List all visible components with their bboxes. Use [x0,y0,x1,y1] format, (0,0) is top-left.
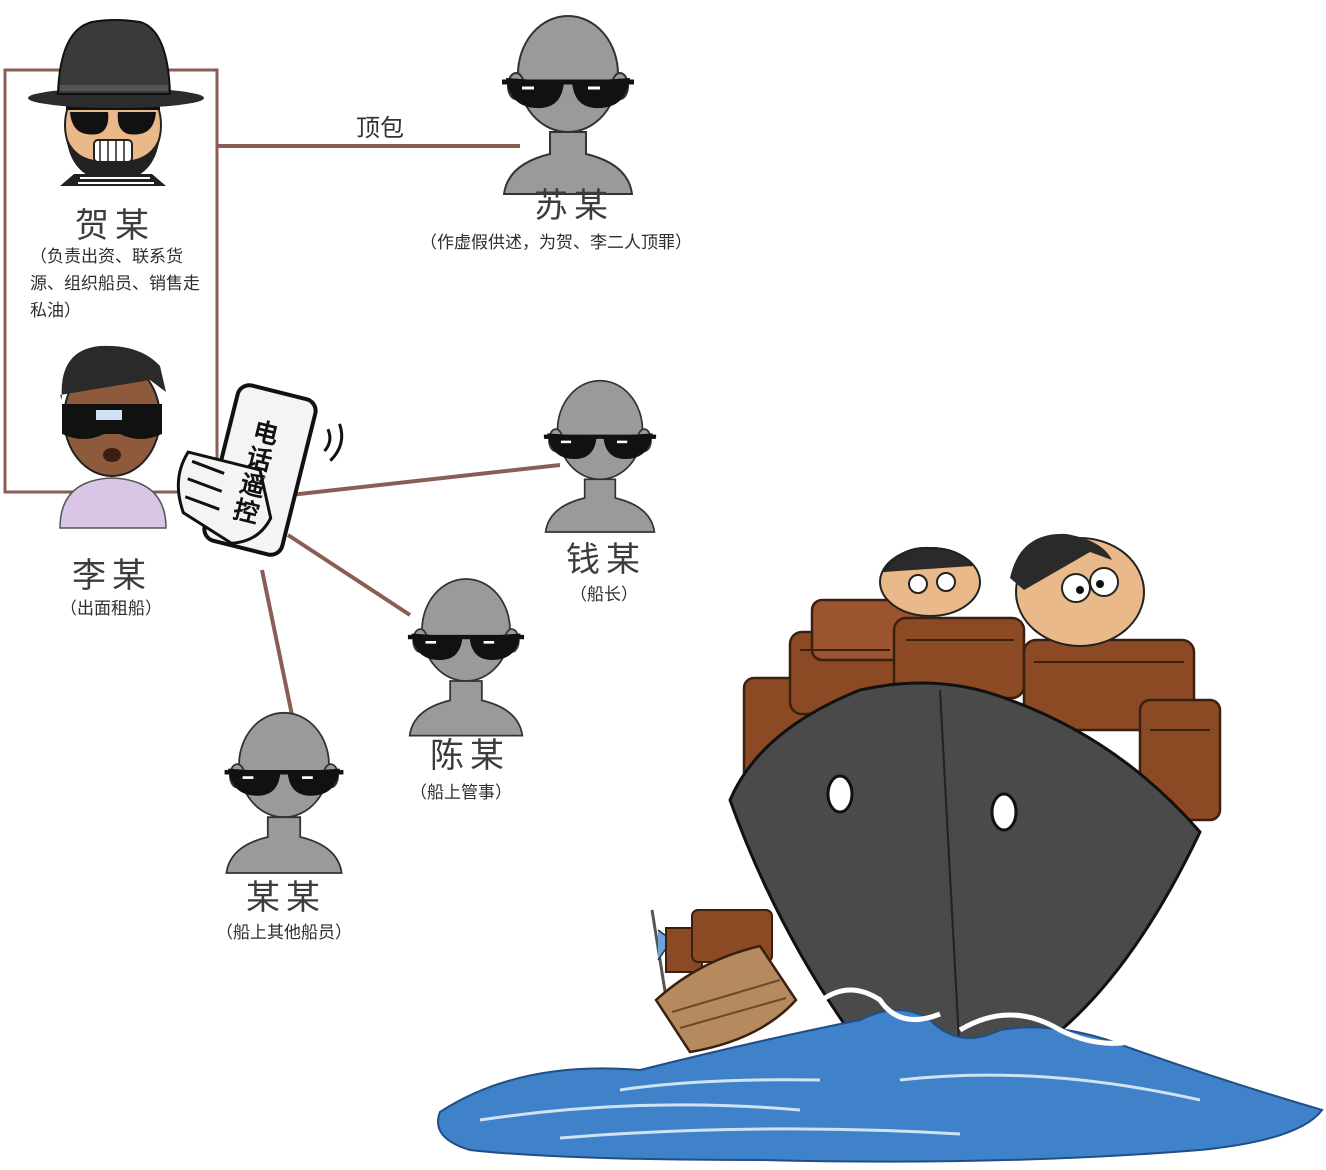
connector-phone-chen [286,533,412,617]
edge-label-dingbao: 顶包 [356,114,404,142]
ship-hull [728,681,1202,1062]
crew-faces [879,533,1145,647]
li-role: （出面租船） [60,599,162,619]
he-figure [28,19,204,186]
chen-name: 陈某 [430,736,510,776]
mou-role: （船上其他船员） [216,923,352,943]
su-role: （作虚假供述，为贺、李二人顶罪） [420,233,692,253]
li-figure [59,345,167,529]
he-role: （负责出资、联系货源、组织船员、销售走私油） [30,247,200,321]
small-boat [650,909,798,1054]
qian-figure [544,381,656,532]
chen-role: （船上管事） [410,783,512,803]
connector-phone-mou [260,569,294,716]
su-figure [502,16,634,194]
chen-figure [408,579,524,736]
qian-role: （船长） [570,585,638,605]
sea-waves [437,1009,1324,1163]
mou-name: 某某 [246,878,326,918]
connector-phone-qian [289,463,561,497]
su-name: 苏某 [534,186,614,226]
qian-name: 钱某 [566,540,646,580]
ship-scene [437,533,1324,1163]
phone [176,383,344,557]
he-name: 贺某 [75,206,155,246]
mou-figure [225,713,344,873]
li-name: 李某 [72,556,152,596]
